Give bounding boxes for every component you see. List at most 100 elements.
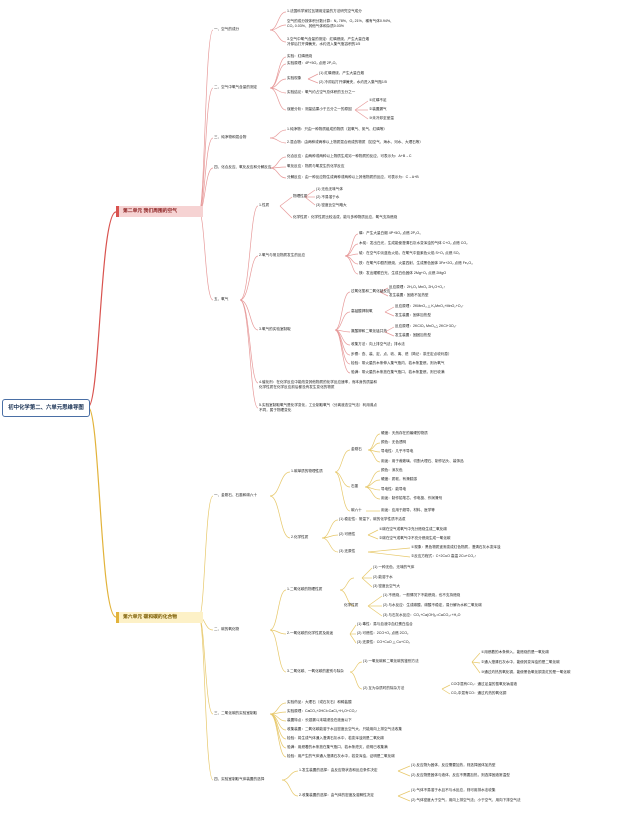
sb-co-item: (1) 毒性：易与血液中血红蛋白结合 <box>357 622 413 626</box>
s5-p2-item: 木炭：发出白光，生成能使澄清石灰水变浑浊的气体 C+O₂ 点燃 CO₂ <box>359 241 468 245</box>
sa-c60[interactable]: 碳六十 <box>351 508 362 512</box>
s2-item: 实验结论：氧气约占空气总体积的五分之一 <box>287 90 356 94</box>
s5-p2-item: 铁：在氧气中剧烈燃烧，火星四射，生成黑色固体 3Fe+2O₂ 点燃 Fe₃O₄ <box>359 261 473 265</box>
sc-item: 实验药品：大理石（或石灰石）和稀盐酸 <box>287 700 352 704</box>
s5-p3-item: 高锰酸钾制氧 <box>351 309 373 313</box>
s2-item: (2) 冷却后打开弹簧夹，水约进入集气瓶1/5 <box>319 80 387 84</box>
sb-co2-chem-item: (2) 与水反应：生成碳酸，碳酸不稳定，易分解为水和二氧化碳 <box>383 603 482 607</box>
ch2-section-5[interactable]: 五、氧气 <box>214 297 229 301</box>
s5-p1-item: 化学性质：化学性质比较活泼，能与多种物质反应，氧气支持燃烧 <box>293 215 398 219</box>
sa-chem-item: (3) 还原性 <box>339 549 356 553</box>
s5-p3-item: 氯酸钾和二氧化锰共热 <box>351 329 387 333</box>
s1-item: 空气的成分按体积分数计算：N₂ 78%、O₂ 21%、稀有气体0.94%、 <box>287 19 394 23</box>
sa-chem-item: ①现象：黑色物质逐渐变成红色物质，澄清石灰水变浑浊 <box>411 545 501 549</box>
ch2-section-2[interactable]: 二、空气中氧气含量的测定 <box>214 85 258 89</box>
sa-graphite-item: 硬度：质软，有滑腻感 <box>381 477 417 481</box>
sb-co-item: (2) 可燃性：2CO+O₂ 点燃 2CO₂ <box>357 631 409 635</box>
ch6-section-4[interactable]: 四、实验室制取气体装置的选择 <box>214 777 265 781</box>
sb-co-item: (3) 还原性：CO+CuO △ Cu+CO₂ <box>357 640 410 644</box>
chapter-2-node[interactable]: 第二单元 我们周围的空气 <box>116 206 203 217</box>
sb-co2-phys-item: (3) 密度比空气大 <box>373 584 400 588</box>
sb-diff[interactable]: 3.二氧化碳、一氧化碳的鉴别与除杂 <box>287 669 344 673</box>
chapter-6-node[interactable]: 第六单元 碳和碳的化合物 <box>116 612 203 623</box>
sd-gen-item: (2) 反应物是固体与液体，反应不需要加热，则选择固液常温型 <box>411 773 510 777</box>
s5-p2[interactable]: 2.氧气与常见物质发生的反应 <box>259 253 306 257</box>
sb-diff-item: ②通入澄清石灰水中，能使其变浑浊的是二氧化碳 <box>481 660 560 664</box>
sa-graphite[interactable]: 石墨 <box>351 484 359 488</box>
s5-p3[interactable]: 3.氧气的实验室制取 <box>259 327 291 331</box>
s5-p5[interactable]: 5.实验室制取氧气是化学变化，工业制取氧气（分离液态空气法）利用沸点不同，属于物… <box>259 403 377 412</box>
ch6-section-3[interactable]: 三、二氧化碳的实验室制取 <box>214 711 258 715</box>
s5-p1-item: (2) 不易溶于水 <box>316 195 340 199</box>
sd-col-item: (1) 气体不易溶于水且不与水反应，则可用排水法收集 <box>411 788 496 792</box>
sd-gen-item: (1) 反应物为固体，反应需要加热，则选择固体加热型 <box>411 763 496 767</box>
sa-graphite-item: 用途：制作铅笔芯、作电极、作润滑剂 <box>381 496 443 500</box>
s4-item: 化合反应：由两种或两种以上物质生成另一种物质的反应，可表示为：A+B→C <box>287 154 412 158</box>
s5-p2-item: 硫：在空气中淡蓝色火焰，在氧气中蓝紫色火焰 S+O₂ 点燃 SO₂ <box>359 251 460 255</box>
s5-p3-item: 反应原理：2KMnO₄ △ K₂MnO₄+MnO₂+O₂↑ <box>395 304 464 308</box>
sb-diff-item: CO中混有CO₂：通过足量的氢氧化钠溶液 <box>451 682 518 686</box>
sa-chem-item: ②反应方程式：C+2CuO 高温 2Cu+CO₂↑ <box>411 554 477 558</box>
sa-diamond-item: 颜色：无色透明 <box>381 440 407 444</box>
ch2-section-3[interactable]: 三、纯净物和混合物 <box>214 135 247 139</box>
s1-item: 冷却后打开弹簧夹，水约进入集气瓶容积的1/5 <box>287 42 361 46</box>
sb-co2-phys-item: (1) 一种无色、无味的气体 <box>373 565 415 569</box>
sb-diff-item: (1) 一氧化碳和二氧化碳的鉴别方法 <box>363 659 419 663</box>
sa-chem[interactable]: 2.化学性质 <box>291 535 309 539</box>
s2-item: 实验原理：4P+5O₂ 点燃 2P₂O₅ <box>287 61 337 65</box>
sb-diff-item: ③通过灼热的氧化铜，能使黑色氧化铜变红的是一氧化碳 <box>481 670 571 674</box>
sa-diamond-item: 硬度：天然存在的最硬的物质 <box>381 431 428 435</box>
s5-p1[interactable]: 1.性质 <box>259 203 270 207</box>
sb-co[interactable]: 2.一氧化碳的化学性质及用途 <box>287 631 334 635</box>
s4-item: 氧化反应：物质与氧发生的化学反应 <box>287 164 345 168</box>
sc-item: 验满：用燃着的木条放在集气瓶口，若木条熄灭，说明已收集满 <box>287 745 388 749</box>
sd-gen[interactable]: 1.发生装置的选择：由反应物状态和反应条件决定 <box>299 768 378 772</box>
ch2-section-1[interactable]: 一、空气的成分 <box>214 27 240 31</box>
sc-item: 实验原理：CaCO₃+2HCl=CaCl₂+H₂O+CO₂↑ <box>287 709 358 713</box>
s5-p2-item: 磷：产生大量白烟 4P+5O₂ 点燃 2P₂O₅ <box>359 231 421 235</box>
s1-item: 3.空气中氧气含量的测定：红磷燃烧，产生大量白烟 <box>287 37 370 41</box>
sc-item: 装置特点：长颈漏斗末端浸没在液面以下 <box>287 718 352 722</box>
sc-item: 收集装置：二氧化碳能溶于水且密度比空气大，只能用向上排空气法收集 <box>287 727 402 731</box>
sb-co2-chem-item: (3) 与石灰水反应：CO₂+Ca(OH)₂=CaCO₃↓+H₂O <box>383 613 461 617</box>
sc-item: 检验：用产生的气体通入澄清石灰水中，若变浑浊，证明是二氧化碳 <box>287 754 395 758</box>
s1-item: 1.法国科学家拉瓦锡用定量的方法研究空气成分 <box>287 9 362 13</box>
root-node[interactable]: 初中化学第二、六单元思维导图 <box>2 399 90 417</box>
sb-diff-item: ①用燃着的木条伸入，能燃烧的是一氧化碳 <box>481 650 549 654</box>
sb-co2-chem[interactable]: 化学性质 <box>344 603 359 607</box>
sa-graphite-item: 导电性：能导电 <box>381 487 407 491</box>
sb-diff-item: CO₂中混有CO：通过灼热的氧化铜 <box>451 691 507 695</box>
s3-item: 1.纯净物：只由一种物质组成的物质（如氧气、氮气、红磷等） <box>287 127 388 131</box>
sa-diamond-item: 导电性：几乎不导电 <box>381 449 414 453</box>
ch6-section-2[interactable]: 二、碳的氧化物 <box>214 627 240 631</box>
sa-diamond[interactable]: 金刚石 <box>351 447 362 451</box>
s5-p3-item: 检验：带火星的木条伸入集气瓶内，若木条复燃，则为氧气 <box>351 361 445 365</box>
sb-co2-phys[interactable]: 1.二氧化碳的物理性质 <box>287 587 323 591</box>
sd-col[interactable]: 2.收集装置的选择：由气体的密度及溶解性决定 <box>299 793 374 797</box>
sb-co2-chem-item: (1) 不燃烧，一般情况下不能燃烧，也不支持燃烧 <box>383 593 461 597</box>
ch2-section-4[interactable]: 四、化合反应、氧化反应和分解反应 <box>214 165 272 169</box>
s5-p3-item: 反应原理：2H₂O₂ MnO₂ 2H₂O+O₂↑ <box>389 285 446 289</box>
sa-chem-item: (2) 可燃性 <box>339 532 356 536</box>
sa-chem-item: ①碳在空气或氧气中充分燃烧生成二氧化碳 <box>379 527 447 531</box>
s5-p3-item: 发生装置：固液不加热型 <box>389 293 429 297</box>
sa-graphite-item: 颜色：深灰色 <box>381 468 403 472</box>
sa-diamond-item: 用途：用于裁玻璃、切割大理石、制作钻头、装饰品 <box>381 459 464 463</box>
ch6-section-1[interactable]: 一、金刚石、石墨和碳六十 <box>214 493 258 497</box>
sa-phys[interactable]: 1.碳单质的物理性质 <box>291 469 323 473</box>
s2-item: 误差分析：测量结果小于五分之一的原因 <box>287 107 352 111</box>
s2-item: ①红磷不足 <box>369 98 387 102</box>
s5-p3-item: 步骤：查、装、定、点、收、离、熄（简记：茶庄定点收利息） <box>351 352 452 356</box>
s4-item: 分解反应：由一种反应物生成两种或两种以上其他物质的反应，可表示为：C→A+B <box>287 175 419 179</box>
s2-item: 实验：红磷燃烧 <box>287 54 313 58</box>
s5-p1-item: (3) 密度比空气略大 <box>316 203 347 207</box>
s5-p3-item: 发生装置：固固加热型 <box>395 333 431 337</box>
s5-p3-item: 验满：带火星的木条放在集气瓶口，若木条复燃，则已收满 <box>351 370 445 374</box>
s5-p4[interactable]: 4.催化剂：在化学反应中能改变其他物质的化学反应速率，而本身的质量和化学性质在化… <box>259 380 377 389</box>
s5-p3-item: 反应原理：2KClO₃ MnO₂△ 2KCl+3O₂↑ <box>395 324 457 328</box>
s5-p2-item: 镁：发出耀眼白光，生成白色固体 2Mg+O₂ 点燃 2MgO <box>359 271 447 275</box>
s5-p3-item: 收集方法：向上排空气法；排水法 <box>351 342 405 346</box>
sb-co2-phys-item: (2) 能溶于水 <box>373 575 393 579</box>
s2-item: ③未冷却至室温 <box>369 116 394 120</box>
sa-chem-item: (1) 稳定性：常温下，碳的化学性质不活泼 <box>339 517 406 521</box>
